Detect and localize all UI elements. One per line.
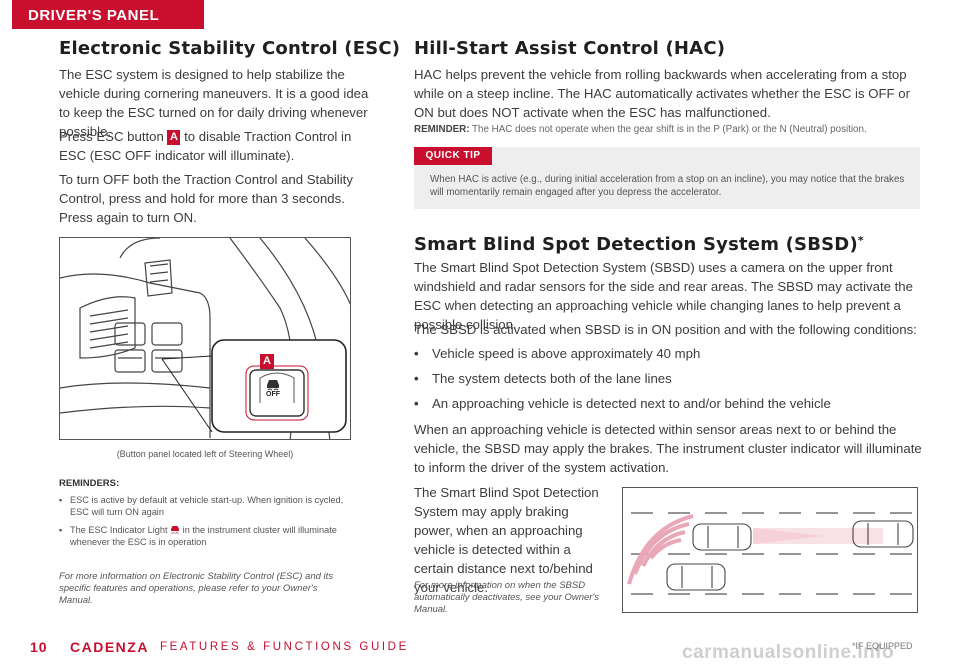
- bullet-dot: •: [59, 525, 63, 535]
- hac-reminder-label: REMINDER:: [414, 124, 470, 135]
- bullet-dot: •: [414, 371, 419, 386]
- hac-reminder-text: The HAC does not operate when the gear s…: [469, 124, 867, 135]
- reminder-2-after: in the instrument cluster will illuminat…: [70, 525, 337, 547]
- esc-off-label: OFF: [266, 391, 280, 398]
- sbsd-lane-illustration: [627, 512, 914, 595]
- hac-title: Hill-Start Assist Control (HAC): [414, 38, 726, 59]
- sbsd-title-text: Smart Blind Spot Detection System (SBSD): [414, 234, 858, 255]
- section-tab: DRIVER'S PANEL: [12, 0, 204, 29]
- reminder-item: • ESC is active by default at vehicle st…: [59, 494, 349, 518]
- reminders-heading: REMINDERS:: [59, 478, 120, 489]
- esc-paragraph-3: To turn OFF both the Traction Control an…: [59, 172, 353, 225]
- reminder-2-before: The ESC Indicator Light: [70, 525, 171, 535]
- watermark: carmanualsonline.info: [682, 642, 895, 663]
- footer-brand: CADENZA: [70, 639, 149, 655]
- esc-p2-after: to disable Traction Control in ESC (ESC …: [59, 129, 352, 163]
- reminder-item: • The ESC Indicator Light in the instrum…: [59, 524, 349, 548]
- sbsd-paragraph-1: The Smart Blind Spot Detection System (S…: [414, 260, 913, 332]
- sbsd-diagram: [622, 487, 918, 613]
- condition-text: An approaching vehicle is detected next …: [432, 396, 831, 411]
- sbsd-paragraph-4: The Smart Blind Spot Detection System ma…: [414, 485, 599, 595]
- condition-item: • Vehicle speed is above approximately 40…: [414, 344, 700, 363]
- if-equipped-mark: *: [857, 234, 864, 247]
- figure-callout-a: A: [260, 354, 274, 369]
- esc-paragraph-2: Press ESC button A to disable Traction C…: [59, 127, 369, 165]
- esc-off-button: OFF: [256, 377, 290, 407]
- esc-button-panel-figure: A OFF: [59, 237, 351, 440]
- bullet-dot: •: [59, 495, 63, 505]
- esc-title: Electronic Stability Control (ESC): [59, 38, 401, 59]
- condition-text: Vehicle speed is above approximately 40 …: [432, 346, 701, 361]
- sbsd-paragraph-2: The SBSD is activated when SBSD is in ON…: [414, 322, 917, 337]
- bullet-dot: •: [414, 346, 419, 361]
- page-number: 10: [30, 639, 48, 655]
- reminder-text: The ESC Indicator Light in the instrumen…: [59, 524, 349, 548]
- condition-item: • An approaching vehicle is detected next…: [414, 394, 831, 413]
- sbsd-paragraph-3: When an approaching vehicle is detected …: [414, 422, 922, 475]
- sbsd-owners-manual-note: For more information on when the SBSD au…: [414, 580, 600, 615]
- figure-caption: (Button panel located left of Steering W…: [116, 449, 294, 459]
- reminder-text: ESC is active by default at vehicle star…: [70, 495, 344, 517]
- esc-owners-manual-note: For more information on Electronic Stabi…: [59, 571, 334, 606]
- esc-p2-before: Press ESC button: [59, 129, 168, 144]
- quick-tip-box: [414, 147, 920, 209]
- quick-tip-text: When HAC is active (e.g., during initial…: [430, 174, 905, 198]
- dashboard-illustration: [60, 238, 350, 439]
- esc-indicator-icon: [171, 526, 180, 534]
- condition-item: • The system detects both of the lane lin…: [414, 369, 672, 388]
- condition-text: The system detects both of the lane line…: [432, 371, 672, 386]
- footer-guide-title: FEATURES & FUNCTIONS GUIDE: [160, 641, 409, 653]
- sbsd-title: Smart Blind Spot Detection System (SBSD)…: [414, 234, 864, 255]
- quick-tip-label: QUICK TIP: [414, 147, 492, 165]
- esc-paragraph-1: The ESC system is designed to help stabi…: [59, 67, 369, 139]
- bullet-dot: •: [414, 396, 419, 411]
- callout-badge-a: A: [167, 130, 181, 145]
- if-equipped-note: *IF EQUIPPED: [852, 641, 913, 651]
- hac-reminder: REMINDER: The HAC does not operate when …: [414, 124, 867, 135]
- hac-paragraph: HAC helps prevent the vehicle from rolli…: [414, 67, 910, 120]
- esc-car-icon: [267, 380, 279, 391]
